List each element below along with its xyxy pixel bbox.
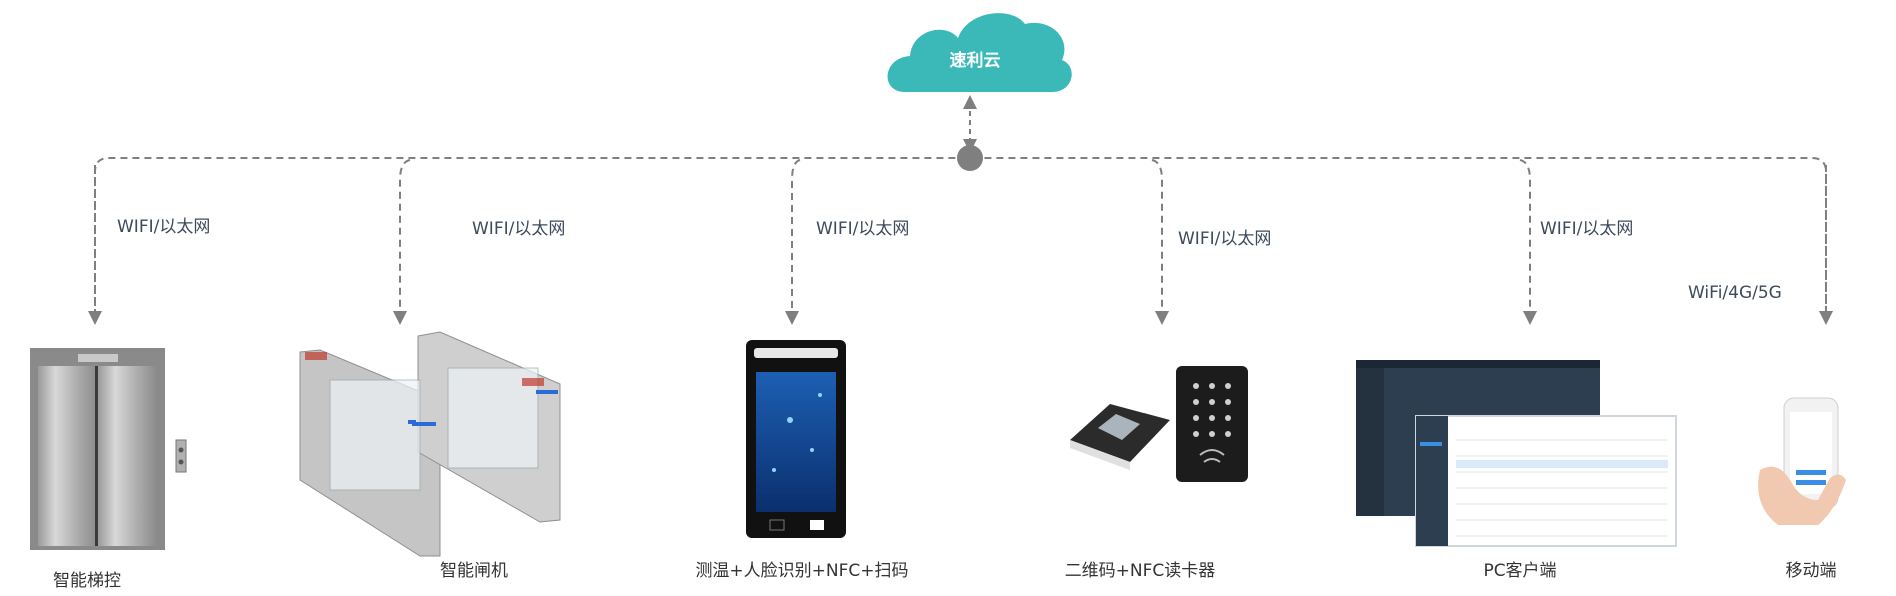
device-label: 测温+人脸识别+NFC+扫码 (695, 561, 908, 581)
branch-line-4 (1151, 159, 1169, 325)
cloud-label: 速利云 (950, 50, 1001, 71)
connection-label: WIFI/以太网 (1178, 229, 1271, 249)
connection-label: WIFI/以太网 (816, 219, 909, 239)
hub-node (957, 145, 983, 171)
branch-lines (88, 159, 1833, 325)
card-reader-icon (1070, 366, 1248, 482)
device-label: PC客户端 (1483, 561, 1556, 581)
pc-client-icon (1356, 360, 1677, 547)
mobile-phone-icon (1758, 397, 1846, 525)
branch-line-5 (1519, 159, 1537, 325)
device-label: 智能闸机 (440, 561, 508, 581)
connection-label: WIFI/以太网 (117, 217, 210, 237)
connection-label: WiFi/4G/5G (1688, 283, 1782, 303)
branch-line-3 (785, 159, 801, 325)
elevator-icon (30, 348, 187, 550)
connection-label: WIFI/以太网 (472, 219, 565, 239)
device-label: 移动端 (1786, 561, 1837, 581)
device-label: 智能梯控 (53, 571, 121, 591)
cloud-icon (887, 13, 1072, 93)
cloud: 速利云 (887, 13, 1072, 93)
branch-line-2 (393, 159, 411, 325)
turnstile-icon (299, 331, 561, 557)
connection-label: WIFI/以太网 (1540, 219, 1633, 239)
face-recognition-terminal-icon (746, 340, 846, 538)
device-label: 二维码+NFC读卡器 (1065, 561, 1216, 581)
